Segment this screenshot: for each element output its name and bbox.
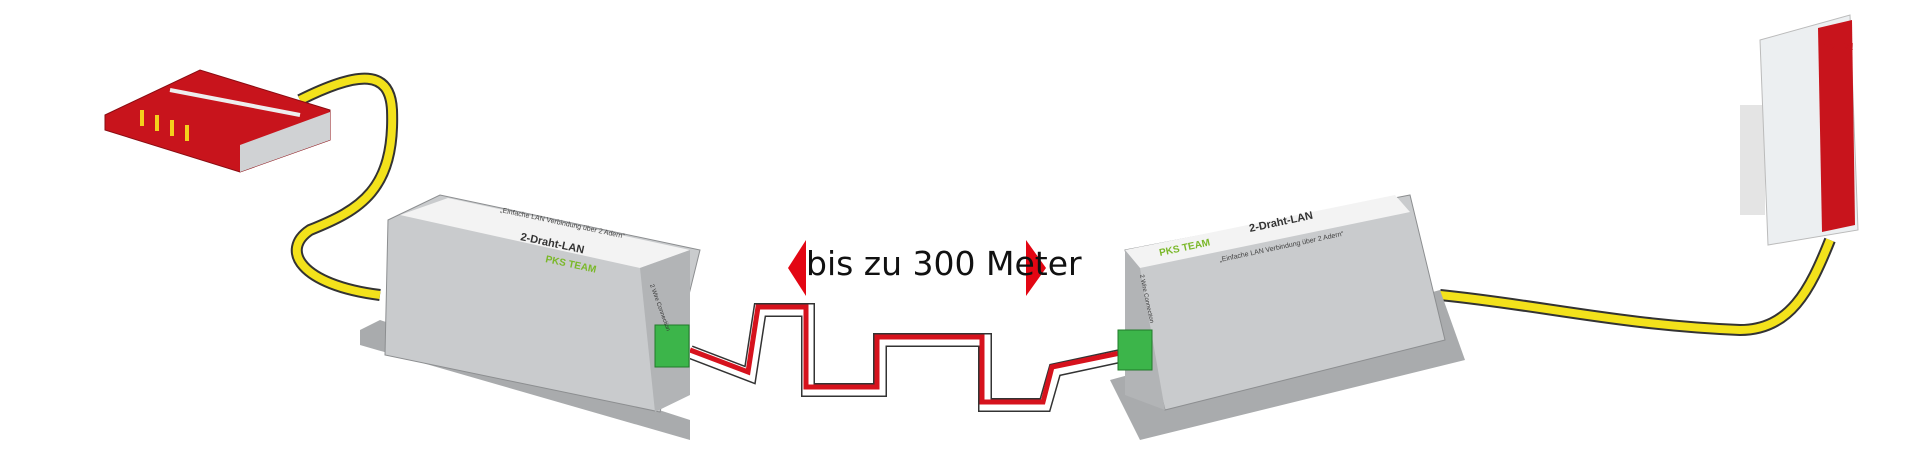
two-wire-cable bbox=[687, 303, 1127, 412]
lan-cable-right bbox=[1439, 237, 1836, 337]
fritz-repeater: FRITZ! bbox=[1740, 14, 1859, 246]
arrow-right-icon bbox=[1026, 240, 1046, 296]
left-adapter: 2-Draht-LAN „Einfache LAN Verbindung übe… bbox=[360, 194, 701, 440]
router bbox=[104, 69, 331, 173]
repeater-brand: FRITZ! bbox=[1822, 42, 1854, 53]
arrow-left-icon bbox=[788, 240, 806, 296]
distance-label: bis zu 300 Meter bbox=[806, 244, 1082, 283]
right-adapter: 2-Draht-LAN „Einfache LAN Verbindung übe… bbox=[1110, 194, 1465, 440]
